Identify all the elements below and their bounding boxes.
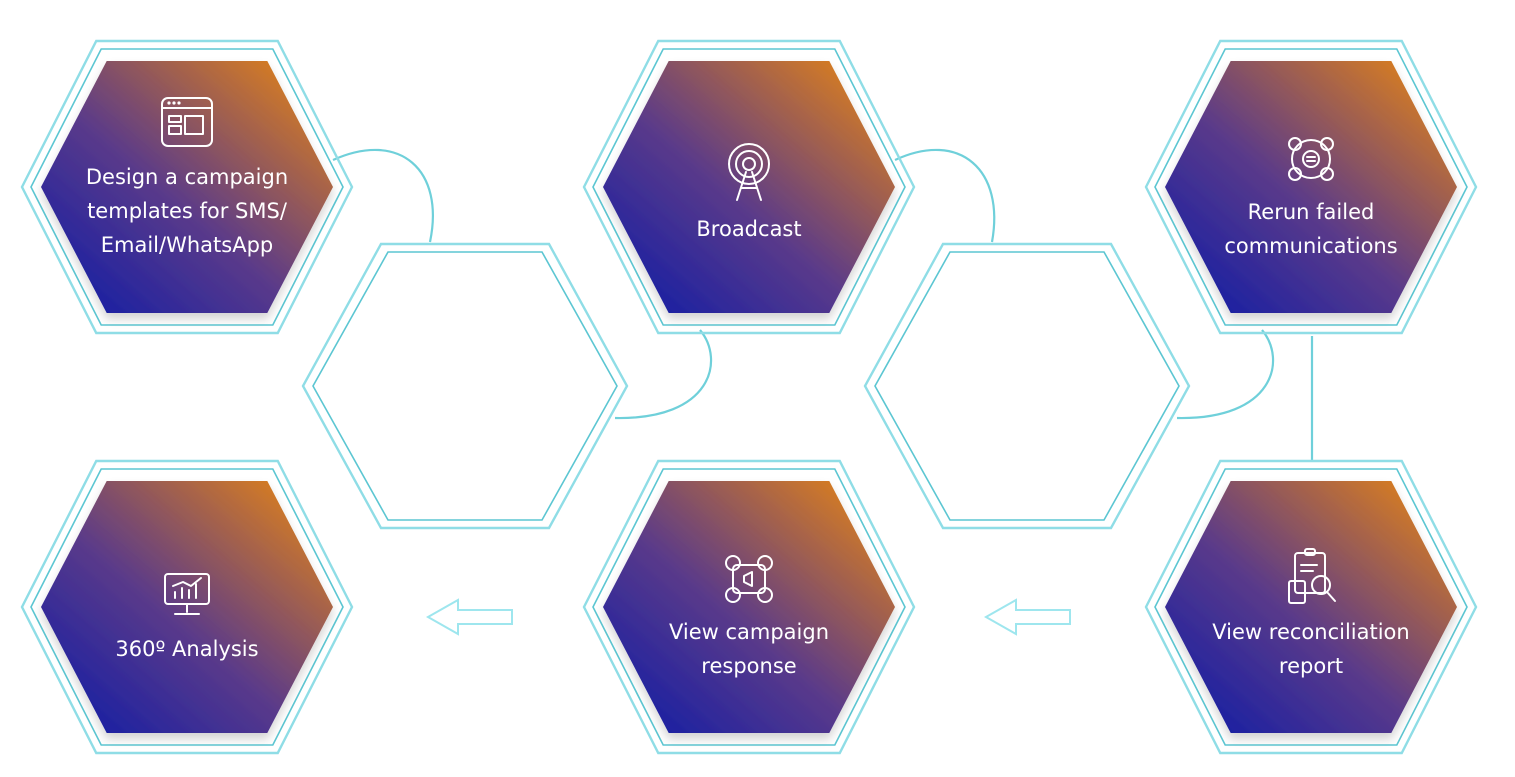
connector-hub2-to-rerun (1176, 329, 1275, 420)
connector-design-to-hub1 (332, 148, 434, 243)
step-hexagon-design: Design a campaign templates for SMS/Email… (20, 39, 354, 335)
connectors (332, 148, 1314, 462)
left-arrow-icon (983, 598, 1071, 636)
step-fill-rerun (1165, 61, 1457, 313)
step-ring-inner-reconciliation (1154, 468, 1468, 746)
connector-hub1-to-broadcast (614, 329, 713, 420)
step-label-design-line-1: Design a campaign (86, 165, 288, 189)
step-label-rerun-line-1: Rerun failed (1248, 200, 1375, 224)
step-label-reconciliation-line-2: report (1279, 654, 1343, 678)
network-users-icon (1288, 137, 1334, 181)
hub-hexagon-left-inner (312, 251, 618, 521)
step-label-design-line-2: templates for SMS/ (87, 199, 288, 223)
hub-hexagon-right (863, 242, 1191, 530)
step-label-design-line-3: Email/WhatsApp (101, 233, 273, 257)
template-layout-icon (161, 97, 213, 147)
step-ring-inner-design (30, 48, 344, 326)
broadcast-tower-icon (728, 143, 770, 201)
step-ring-inner-rerun (1154, 48, 1468, 326)
step-ring-outer-broadcast (582, 39, 916, 335)
step-ring-outer-reconciliation (1144, 459, 1478, 755)
step-fill-reconciliation (1165, 481, 1457, 733)
step-label-response-line-1: View campaign (669, 620, 829, 644)
step-hexagon-analysis: 360º Analysis (20, 459, 354, 755)
social-media-icon (725, 555, 773, 603)
step-hexagon-reconciliation: View reconciliation report (1144, 459, 1478, 755)
step-ring-outer-analysis (20, 459, 354, 755)
step-ring-inner-response (592, 468, 906, 746)
step-label-response-line-2: response (701, 654, 796, 678)
monitor-chart-icon (164, 573, 210, 615)
flow-arrows (425, 598, 1071, 636)
step-label-broadcast-line-1: Broadcast (696, 217, 801, 241)
step-hexagon-response: View campaign response (582, 459, 916, 755)
step-label-rerun-line-2: communications (1224, 234, 1397, 258)
step-ring-outer-rerun (1144, 39, 1478, 335)
step-label-reconciliation-line-1: View reconciliation (1212, 620, 1409, 644)
step-ring-inner-analysis (30, 468, 344, 746)
step-ring-outer-response (582, 459, 916, 755)
connector-broadcast-to-hub2 (894, 148, 996, 243)
step-hexagon-rerun: Rerun failed communications (1144, 39, 1478, 335)
hub-hexagon-right-inner (874, 251, 1180, 521)
step-fill-response (603, 481, 895, 733)
step-label-analysis-line-1: 360º Analysis (115, 637, 258, 661)
hub-hexagon-left (301, 242, 629, 530)
left-arrow-icon (425, 598, 513, 636)
hub-hexagons (301, 242, 1191, 530)
step-ring-inner-broadcast (592, 48, 906, 326)
step-hexagons: Design a campaign templates for SMS/Email… (20, 39, 1478, 755)
step-fill-design (41, 61, 333, 313)
step-hexagon-broadcast: Broadcast (582, 39, 916, 335)
step-ring-outer-design (20, 39, 354, 335)
report-calculator-icon (1288, 548, 1336, 604)
